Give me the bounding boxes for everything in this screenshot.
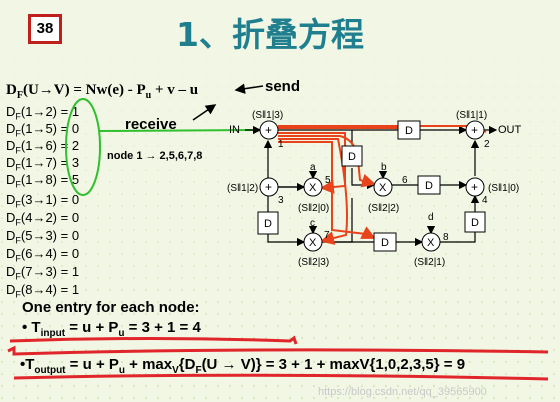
multiplier-node-6: X b (S‖2|2) 6 <box>368 162 408 214</box>
svg-text:D: D <box>348 151 356 163</box>
svg-text:6: 6 <box>402 175 408 186</box>
receive-label: receive <box>125 116 177 133</box>
fold-list-item: DF(3→1) = 0 <box>6 192 80 210</box>
svg-text:+: + <box>471 123 478 137</box>
svg-text:X: X <box>427 237 435 249</box>
out-label: OUT <box>498 124 522 136</box>
svg-text:a: a <box>310 162 316 173</box>
fold-list-item: DF(1→7) = 3 <box>6 155 80 173</box>
svg-text:(S‖2|0): (S‖2|0) <box>298 203 329 214</box>
delay-element-middle: D <box>341 145 363 167</box>
slide-title: 1、折叠方程 <box>176 15 364 54</box>
svg-text:D: D <box>425 180 433 192</box>
in-label: IN <box>229 124 240 136</box>
multiplier-node-5: X a (S‖2|0) 5 <box>298 162 331 214</box>
svg-text:c: c <box>310 218 315 229</box>
adder-node-1: + (S‖1|3) 1 <box>252 110 284 150</box>
svg-text:(S‖2|3): (S‖2|3) <box>298 257 329 268</box>
svg-text:5: 5 <box>325 175 331 186</box>
red-underline-toutput <box>7 345 549 356</box>
svg-text:D: D <box>405 125 413 137</box>
svg-text:D: D <box>471 217 479 229</box>
svg-text:(S‖1|3): (S‖1|3) <box>252 110 283 121</box>
red-underline-tinput <box>9 335 298 345</box>
fold-list-item: DF(1→5) = 0 <box>6 121 80 139</box>
formula-tail: + v – u <box>151 82 199 98</box>
send-label: send <box>265 78 301 95</box>
svg-text:+: + <box>265 180 272 194</box>
node-1-fanout-note: node 1 → 2,5,6,7,8 <box>107 150 203 162</box>
multiplier-node-8: X d (S‖2|1) 8 <box>414 212 449 268</box>
t-input-equation: • Tinput = u + Pu = 3 + 1 = 4 <box>22 319 201 339</box>
svg-text:(S‖1|0): (S‖1|0) <box>488 183 519 194</box>
formula-arrow: → <box>38 82 54 98</box>
svg-text:8: 8 <box>443 232 449 243</box>
svg-text:D: D <box>264 218 272 230</box>
fold-list-item: DF(1→6) = 2 <box>6 138 80 156</box>
adder-node-3: + (S‖1|2) 3 <box>227 177 284 206</box>
svg-text:3: 3 <box>278 195 284 206</box>
svg-text:7: 7 <box>324 230 330 241</box>
delay-element-right: D <box>417 175 441 195</box>
svg-text:(S‖1|2): (S‖1|2) <box>227 183 258 194</box>
delay-element-lower-right: D <box>464 211 486 233</box>
t-output-equation: •Toutput = u + Pu + maxV{DF(U → V)} = 3 … <box>20 356 466 376</box>
adder-node-2: + (S‖1|1) 2 <box>456 110 490 150</box>
fold-equation: DF(U→V) = Nw(e) - Pu + v – u <box>6 82 198 101</box>
svg-text:X: X <box>379 182 387 194</box>
fold-list-item: DF(1→8) = 5 <box>6 172 80 190</box>
svg-text:(S‖2|2): (S‖2|2) <box>368 203 399 214</box>
adder-node-4: + (S‖1|0) 4 <box>465 177 519 206</box>
formula-arg: (U <box>22 82 39 98</box>
svg-text:(S‖1|1): (S‖1|1) <box>456 110 487 121</box>
formula-d: D <box>6 82 17 98</box>
svg-text:D: D <box>381 237 389 249</box>
svg-text:X: X <box>309 237 317 249</box>
svg-text:2: 2 <box>484 139 490 150</box>
formula-f-sub: F <box>16 90 23 101</box>
delay-element-bottom: D <box>373 232 397 252</box>
svg-text:X: X <box>309 182 317 194</box>
svg-text:d: d <box>428 212 434 223</box>
delay-element-top: D <box>397 120 421 140</box>
fold-list-item: DF(5→3) = 0 <box>6 228 80 246</box>
fold-list-item: DF(7→3) = 1 <box>6 264 80 282</box>
svg-text:1: 1 <box>278 139 284 150</box>
fold-list-item: DF(6→4) = 0 <box>6 246 80 264</box>
highlight-connector <box>99 129 264 132</box>
formula-pu-sub: u <box>145 90 152 101</box>
fold-list-item: DF(1→2) = 1 <box>6 104 80 122</box>
red-underline-bottom <box>13 373 549 381</box>
svg-text:b: b <box>381 162 387 173</box>
watermark: https://blog.csdn.net/qq_39565900 <box>318 386 487 398</box>
svg-text:(S‖2|1): (S‖2|1) <box>414 257 445 268</box>
formula-rhs: V) = Nw(e) - P <box>53 82 146 98</box>
fold-list-item: DF(4→2) = 0 <box>6 210 80 228</box>
svg-text:+: + <box>471 180 478 194</box>
multiplier-node-7: X c (S‖2|3) 7 <box>298 218 330 268</box>
send-arrow <box>234 83 264 94</box>
fold-list-highlight <box>65 98 101 196</box>
receive-arrow <box>192 104 217 121</box>
fold-list-item: DF(8→4) = 1 <box>6 282 80 300</box>
delay-element-left: D <box>257 211 279 235</box>
svg-text:+: + <box>265 123 272 137</box>
entry-line: One entry for each node: <box>22 299 200 316</box>
svg-text:4: 4 <box>482 195 488 206</box>
slide-number-box: 38 <box>28 14 62 44</box>
